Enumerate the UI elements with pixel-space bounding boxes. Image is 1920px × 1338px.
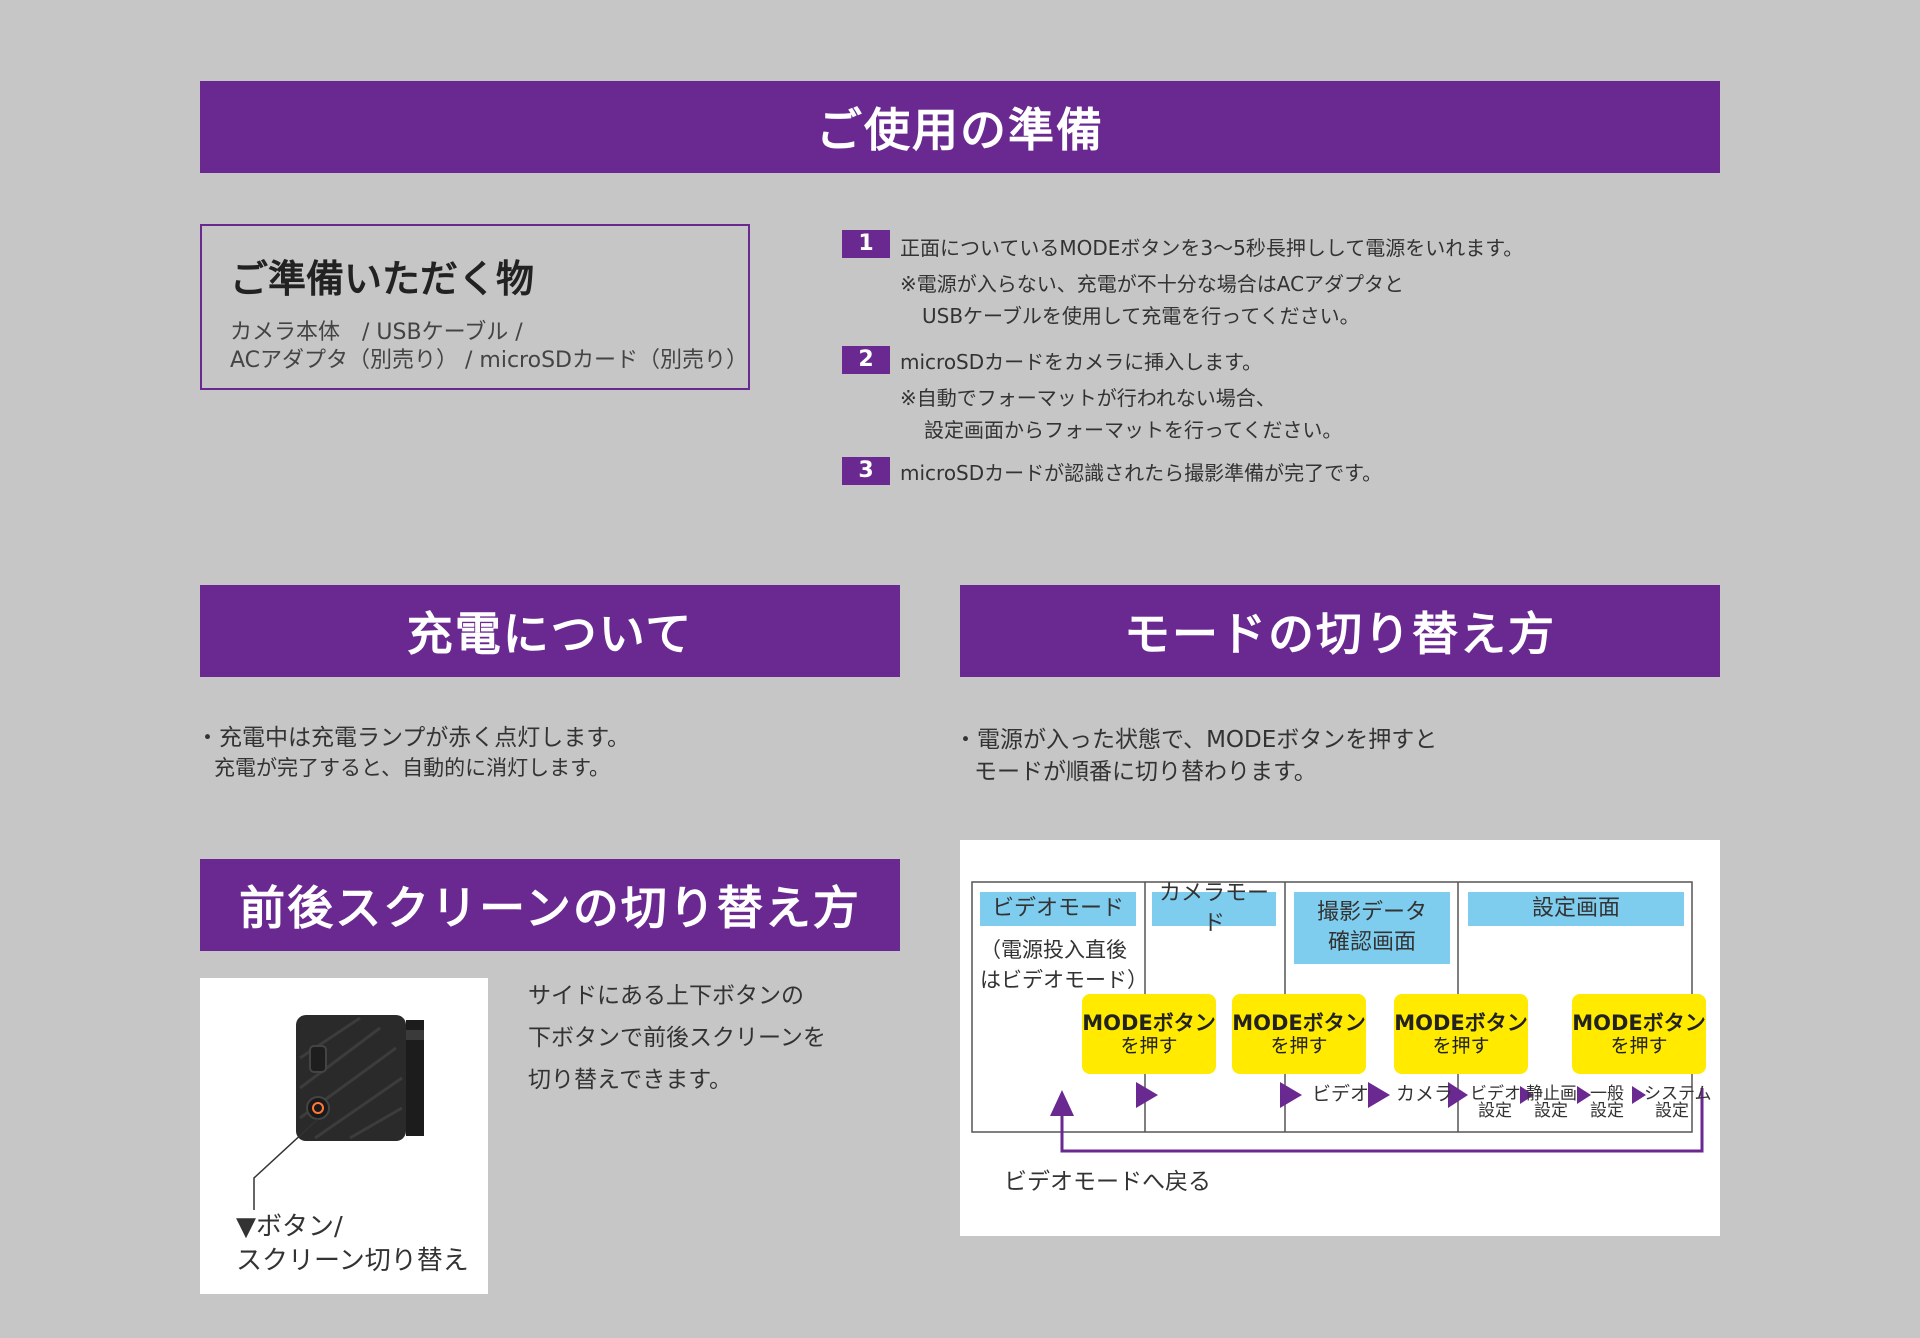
- settings-step-line: システム: [1644, 1084, 1712, 1104]
- press-label: MODEボタン: [1394, 1011, 1528, 1035]
- mode-label-video: ビデオモード: [980, 892, 1136, 926]
- prep-items-line: ACアダプタ（別売り） / microSDカード（別売り）: [230, 348, 748, 373]
- press-mode-button-indicator: MODEボタン を押す: [1082, 994, 1216, 1074]
- mode-text: モードが順番に切り替わります。: [974, 759, 1317, 785]
- settings-step-line: 静止画: [1526, 1084, 1577, 1104]
- step-note: ※自動でフォーマットが行われない場合、: [900, 386, 1276, 410]
- settings-step: 一般 設定: [1584, 1086, 1630, 1120]
- camera-callout: ▼ボタン/: [236, 1212, 343, 1242]
- step-text: microSDカードが認識されたら撮影準備が完了です。: [900, 461, 1383, 485]
- return-label: ビデオモードへ戻る: [1004, 1169, 1211, 1195]
- settings-step: 静止画 設定: [1526, 1084, 1577, 1121]
- press-mode-button-indicator: MODEボタン を押す: [1232, 994, 1366, 1074]
- step-number: 1: [842, 230, 890, 258]
- charge-text: ・充電中は充電ランプが赤く点灯します。: [196, 725, 631, 751]
- settings-step-line: 設定: [1534, 1101, 1568, 1121]
- press-label: を押す: [1432, 1035, 1490, 1057]
- step-text: 正面についているMODEボタンを3〜5秒長押しして電源をいれます。: [900, 236, 1524, 260]
- press-mode-button-indicator: MODEボタン を押す: [1572, 994, 1706, 1074]
- prep-items-line: カメラ本体 / USBケーブル /: [230, 320, 523, 345]
- step-note: 設定画面からフォーマットを行ってください。: [924, 418, 1343, 442]
- settings-step: システム 設定: [1644, 1084, 1712, 1121]
- charge-text: 充電が完了すると、自動的に消灯します。: [214, 756, 611, 780]
- settings-step-line: 設定: [1478, 1101, 1512, 1121]
- settings-step-line: ビデオ: [1470, 1084, 1521, 1104]
- mode-label-settings: 設定画面: [1468, 892, 1684, 926]
- step-note: ※電源が入らない、充電が不十分な場合はACアダプタと: [900, 272, 1405, 296]
- banner-screen-switch: 前後スクリーンの切り替え方: [200, 859, 900, 951]
- step-text: microSDカードをカメラに挿入します。: [900, 350, 1263, 374]
- camera-callout: スクリーン切り替え: [236, 1246, 469, 1276]
- press-label: MODEボタン: [1572, 1011, 1706, 1035]
- camera-side-icon: [253, 1015, 424, 1210]
- settings-step: カメラ: [1396, 1083, 1454, 1105]
- press-label: を押す: [1610, 1035, 1668, 1057]
- press-label: を押す: [1120, 1035, 1178, 1057]
- camera-image-panel: ▼ボタン/ スクリーン切り替え: [200, 978, 488, 1294]
- screen-text: サイドにある上下ボタンの: [528, 983, 804, 1009]
- step-note: USBケーブルを使用して充電を行ってください。: [922, 304, 1360, 328]
- press-mode-button-indicator: MODEボタン を押す: [1394, 994, 1528, 1074]
- banner-prep: ご使用の準備: [200, 81, 1720, 173]
- banner-mode-switch: モードの切り替え方: [960, 585, 1720, 677]
- settings-step-line: 一般: [1590, 1084, 1624, 1104]
- mode-text: ・電源が入った状態で、MODEボタンを押すと: [954, 727, 1438, 753]
- screen-text: 下ボタンで前後スクリーンを: [528, 1025, 826, 1051]
- step-number: 3: [842, 457, 890, 485]
- prep-items-title: ご準備いただく物: [230, 257, 535, 301]
- press-label: MODEボタン: [1232, 1011, 1366, 1035]
- video-mode-note: はビデオモード）: [980, 968, 1148, 992]
- mode-label-review-line: 確認画面: [1327, 930, 1416, 955]
- banner-charge: 充電について: [200, 585, 900, 677]
- press-label: を押す: [1270, 1035, 1328, 1057]
- screen-text: 切り替えできます。: [528, 1067, 733, 1093]
- mode-label-review-line: 撮影データ: [1316, 900, 1427, 925]
- mode-diagram: ビデオモード カメラモード 撮影データ 確認画面 設定画面 （電源投入直後 はビ…: [960, 840, 1720, 1236]
- prep-items-box: ご準備いただく物 カメラ本体 / USBケーブル / ACアダプタ（別売り） /…: [200, 224, 750, 390]
- settings-step-line: 設定: [1590, 1101, 1624, 1121]
- video-mode-note: （電源投入直後: [980, 938, 1127, 962]
- press-label: MODEボタン: [1082, 1011, 1216, 1035]
- settings-step: ビデオ 設定: [1470, 1084, 1521, 1121]
- mode-label-review: 撮影データ 確認画面: [1294, 892, 1450, 964]
- settings-step: ビデオ: [1312, 1083, 1370, 1105]
- step-number: 2: [842, 346, 890, 374]
- mode-label-camera: カメラモード: [1152, 881, 1276, 936]
- settings-step-line: 設定: [1655, 1101, 1689, 1121]
